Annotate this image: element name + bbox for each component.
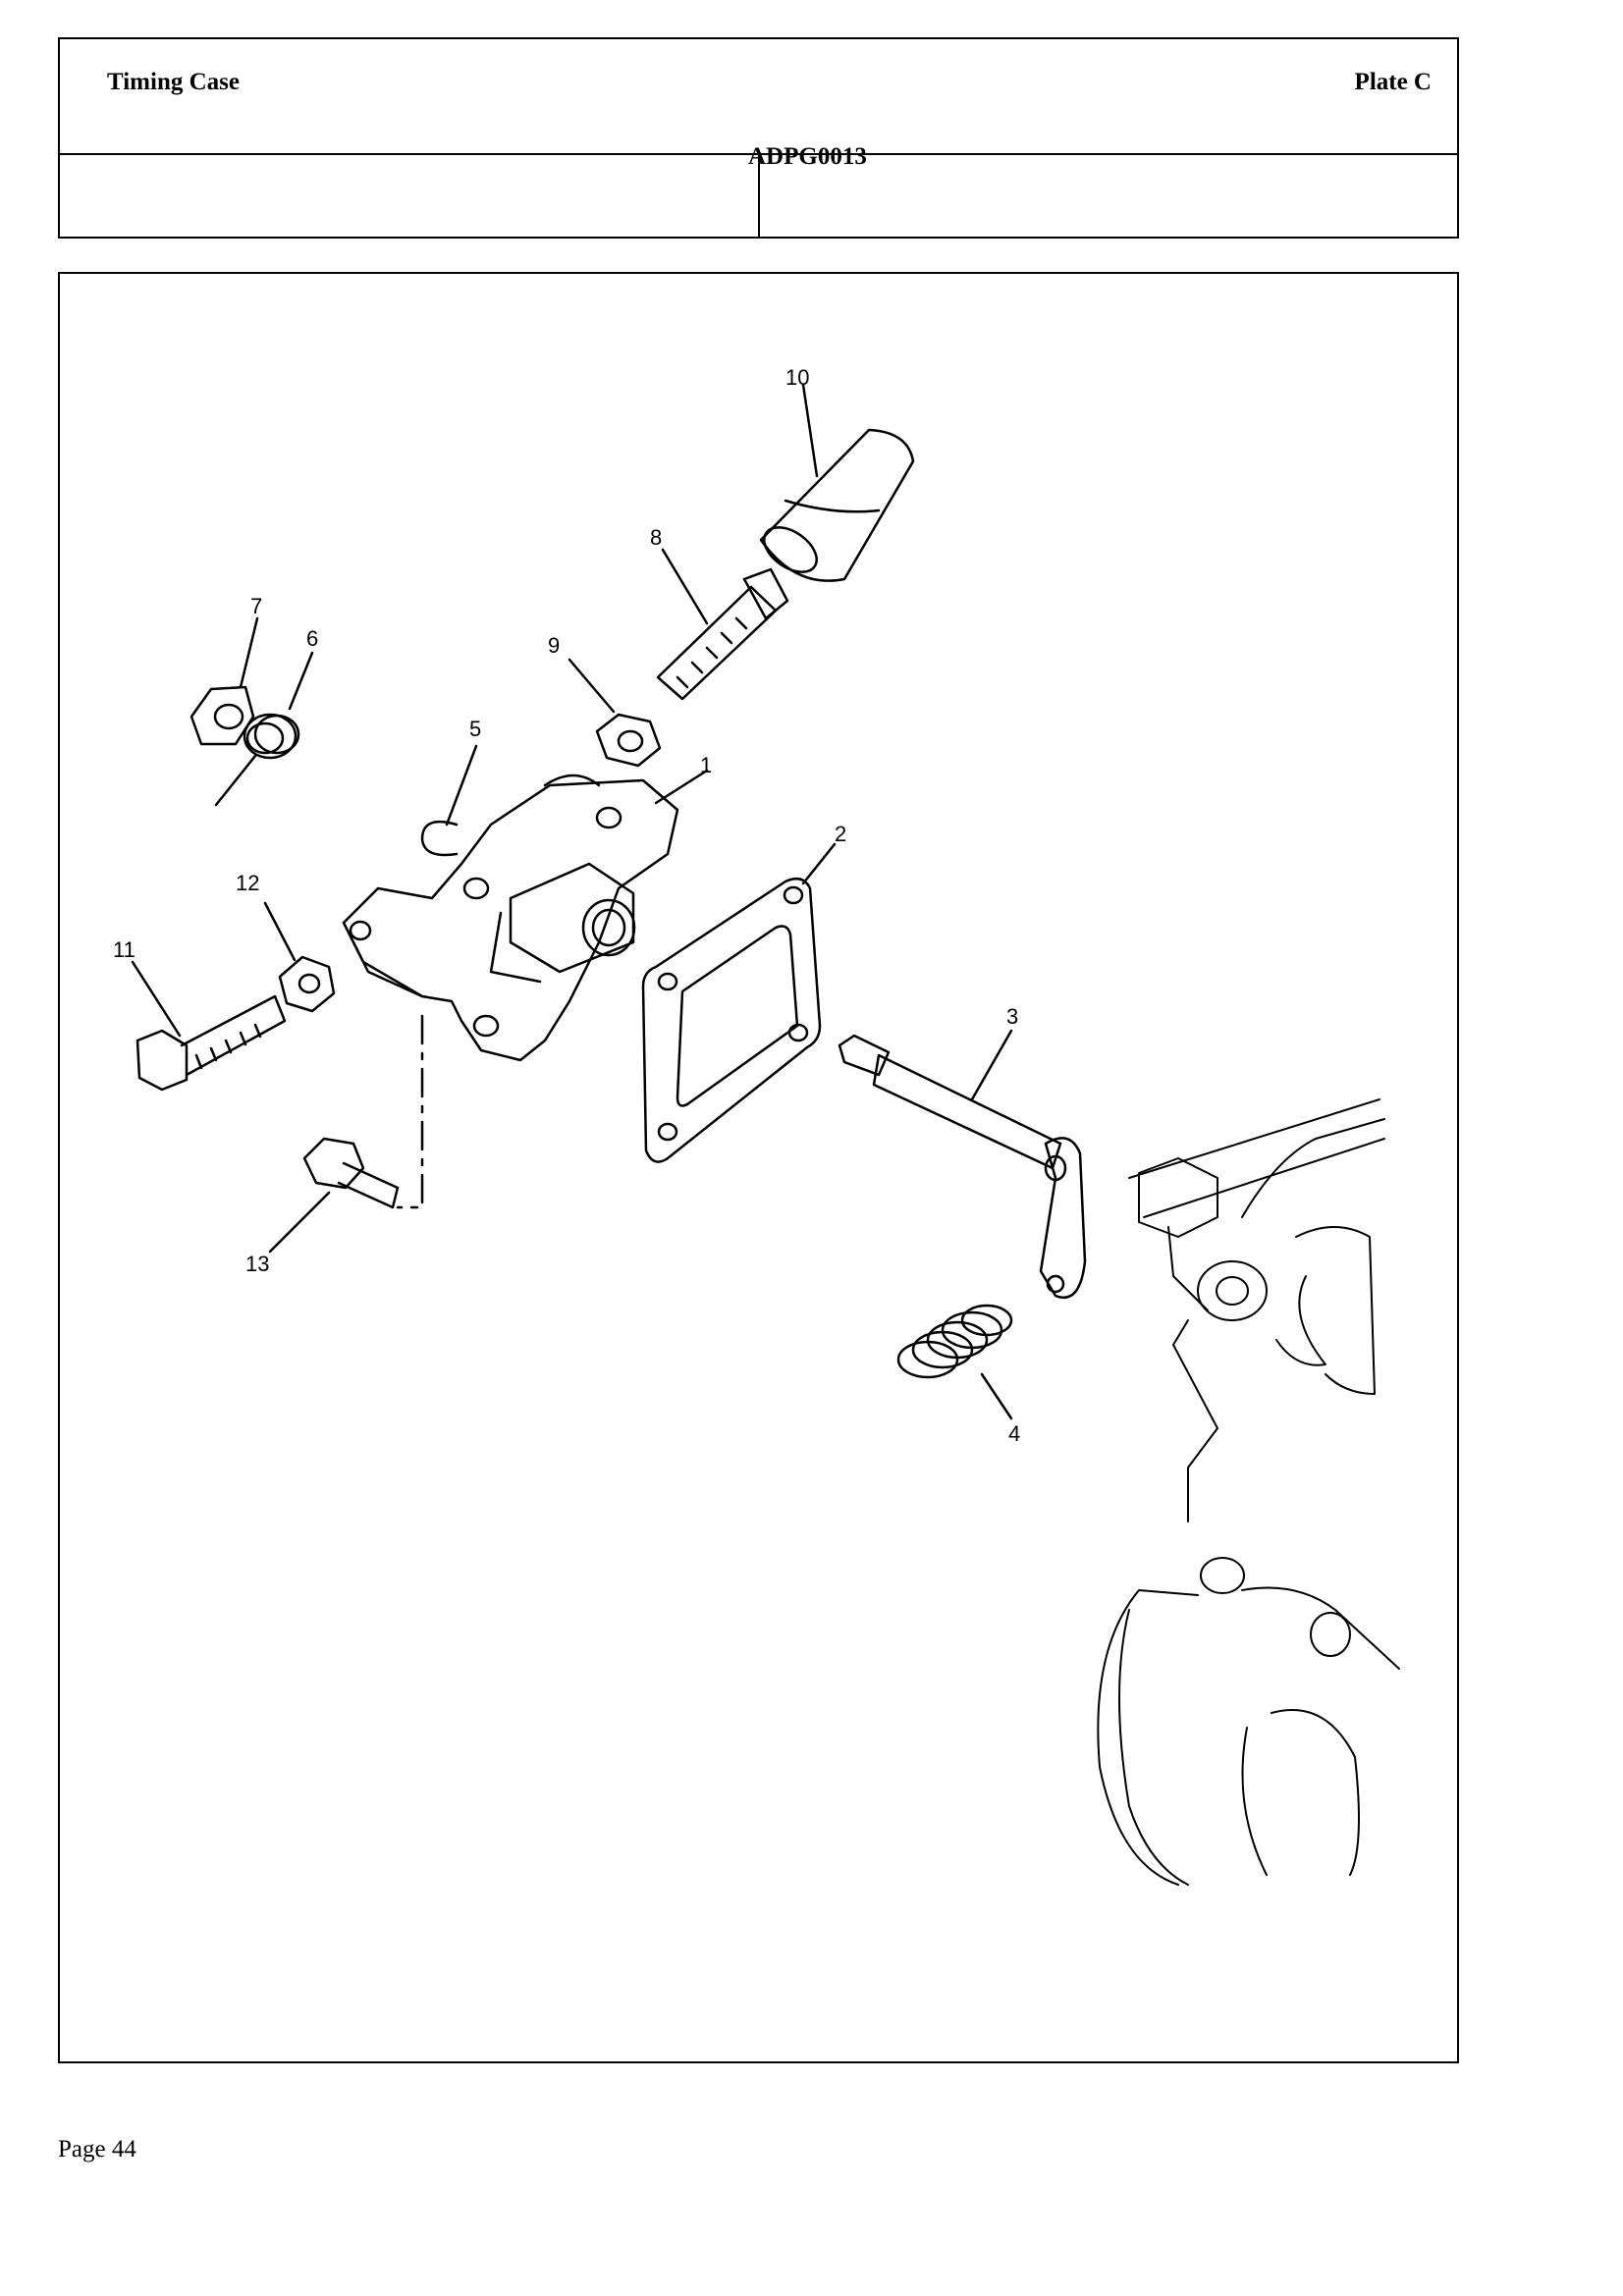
part-1-housing: [342, 769, 709, 1062]
part-2-gasket: [641, 842, 837, 1163]
section-title: Timing Case: [107, 69, 240, 95]
part-6-spring: [214, 651, 314, 807]
part-12-nut: [263, 901, 336, 1013]
callout-10: 10: [785, 365, 809, 390]
callout-12: 12: [236, 871, 259, 895]
callout-11: 11: [113, 937, 135, 962]
page-number: Page 44: [58, 2136, 136, 2163]
drawing-code: ADPG0013: [748, 143, 867, 170]
figure-frame: [58, 272, 1459, 2063]
part-7-flange-nut: [189, 616, 259, 746]
callout-1: 1: [700, 753, 712, 777]
callout-5: 5: [469, 717, 481, 741]
part-4-spring: [896, 1304, 1013, 1420]
engine-background: [1097, 1098, 1400, 1886]
plate-label: Plate C: [1354, 69, 1432, 95]
part-13-bolt: [268, 1014, 424, 1254]
part-3-shaft-lever: [838, 1029, 1087, 1299]
part-11-bolt: [131, 960, 287, 1092]
callout-13: 13: [245, 1252, 269, 1276]
header-table: Timing Case Plate C: [58, 37, 1459, 239]
callout-8: 8: [650, 525, 662, 550]
part-5-circlip: [420, 744, 478, 857]
part-9-nut: [568, 658, 662, 768]
part-10-cap: [759, 383, 915, 582]
callout-9: 9: [548, 633, 560, 658]
callout-3: 3: [1006, 1004, 1018, 1029]
part-8-bolt: [656, 548, 789, 701]
header-empty-cell: [60, 155, 760, 239]
callout-7: 7: [250, 594, 262, 618]
callout-4: 4: [1008, 1421, 1020, 1446]
callout-6: 6: [306, 626, 318, 651]
header-title-row: Timing Case Plate C: [60, 39, 1457, 155]
callout-2: 2: [835, 822, 846, 846]
